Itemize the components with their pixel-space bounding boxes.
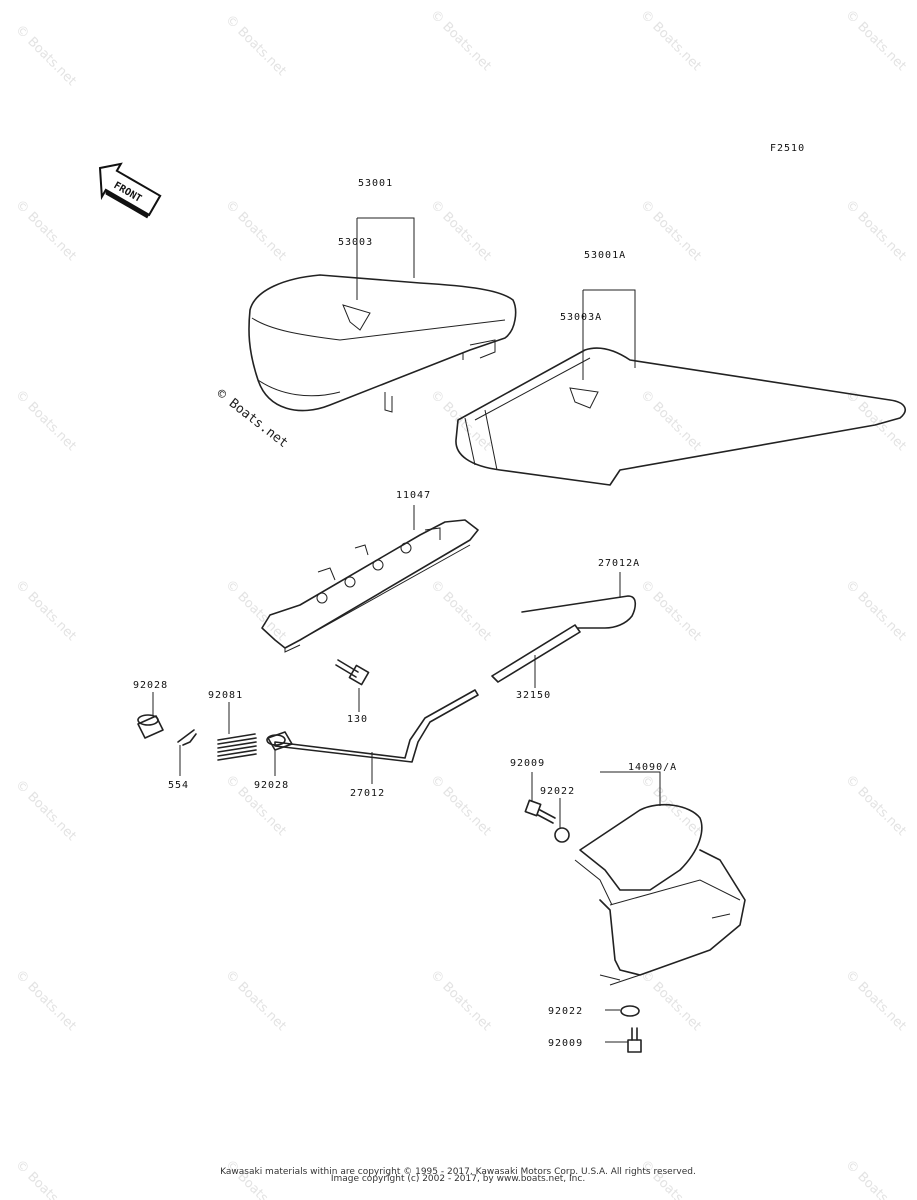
rod-27012 — [274, 689, 479, 763]
watermark: © Boats.net — [842, 1157, 909, 1200]
watermark-layer: © Boats.net © Boats.net © Boats.net © Bo… — [12, 7, 909, 1200]
watermark: © Boats.net — [222, 967, 289, 1034]
bolt-92009-upper — [524, 799, 556, 824]
part-labels: 53001 53003 53001A 53003A 11047 27012A 3… — [133, 178, 677, 1049]
watermark: © Boats.net — [842, 577, 909, 644]
footer-line-2: Image copyright (c) 2002 - 2017, by www.… — [331, 1174, 585, 1184]
part-label-53001: 53001 — [358, 178, 393, 189]
watermark: © Boats.net — [637, 577, 704, 644]
part-label-11047: 11047 — [396, 490, 431, 501]
watermark: © Boats.net — [842, 967, 909, 1034]
watermark: © Boats.net — [842, 772, 909, 839]
watermark: © Boats.net — [637, 1157, 704, 1200]
washer-92022-upper — [554, 827, 570, 843]
pin-554 — [177, 729, 197, 746]
watermark: © Boats.net — [427, 967, 494, 1034]
spring-92081 — [217, 733, 257, 761]
rear-seat — [455, 347, 906, 486]
part-label-53001a: 53001A — [584, 250, 626, 261]
collar-92028-left — [137, 714, 164, 739]
footer-line-1: Kawasaki materials within are copyright … — [220, 1167, 696, 1177]
watermark: © Boats.net — [637, 197, 704, 264]
part-label-92009-lower: 92009 — [548, 1038, 583, 1049]
watermark: © Boats.net — [12, 777, 79, 844]
copyright-mark: © Boats.net — [214, 386, 291, 451]
watermark: © Boats.net — [427, 387, 494, 454]
part-label-92081: 92081 — [208, 690, 243, 701]
watermark: © Boats.net — [12, 387, 79, 454]
collar-92028-right — [266, 731, 293, 751]
part-label-27012a: 27012A — [598, 558, 640, 569]
part-label-92022-lower: 92022 — [548, 1006, 583, 1017]
bolt-92009-lower — [627, 1027, 642, 1053]
watermark: © Boats.net — [842, 7, 909, 74]
watermark: © Boats.net — [427, 577, 494, 644]
part-label-92022-upper: 92022 — [540, 786, 575, 797]
watermark: © Boats.net — [222, 197, 289, 264]
part-label-92009-upper: 92009 — [510, 758, 545, 769]
watermark: © Boats.net — [222, 12, 289, 79]
bolt-130 — [335, 659, 370, 686]
washer-92022-lower — [620, 1005, 640, 1017]
part-label-53003: 53003 — [338, 237, 373, 248]
watermark: © Boats.net — [12, 967, 79, 1034]
front-arrow-icon: FRONT — [98, 162, 162, 219]
watermark: © Boats.net — [637, 7, 704, 74]
watermark: © Boats.net — [637, 967, 704, 1034]
grab-handle-14090a — [574, 803, 746, 986]
watermark: © Boats.net — [842, 197, 909, 264]
watermark: © Boats.net — [12, 197, 79, 264]
part-label-14090a: 14090/A — [628, 762, 677, 773]
part-label-92028-left: 92028 — [133, 680, 168, 691]
watermark: © Boats.net — [222, 1157, 289, 1200]
watermark: © Boats.net — [637, 387, 704, 454]
seat-bracket — [261, 519, 479, 653]
watermark: © Boats.net — [427, 197, 494, 264]
rod-27012a — [521, 595, 637, 629]
figure-code: F2510 — [770, 143, 805, 154]
front-seat — [248, 274, 517, 413]
part-label-554: 554 — [168, 780, 189, 791]
watermark: © Boats.net — [427, 772, 494, 839]
part-label-92028-right: 92028 — [254, 780, 289, 791]
part-label-53003a: 53003A — [560, 312, 602, 323]
watermark: © Boats.net — [12, 22, 79, 89]
watermark: © Boats.net — [12, 577, 79, 644]
part-label-32150: 32150 — [516, 690, 551, 701]
part-label-130: 130 — [347, 714, 368, 725]
watermark: © Boats.net — [427, 7, 494, 74]
leader-lines — [152, 217, 661, 1043]
watermark: © Boats.net — [12, 1157, 79, 1200]
part-label-27012: 27012 — [350, 788, 385, 799]
watermark: © Boats.net — [222, 577, 289, 644]
hose-32150 — [491, 624, 581, 683]
